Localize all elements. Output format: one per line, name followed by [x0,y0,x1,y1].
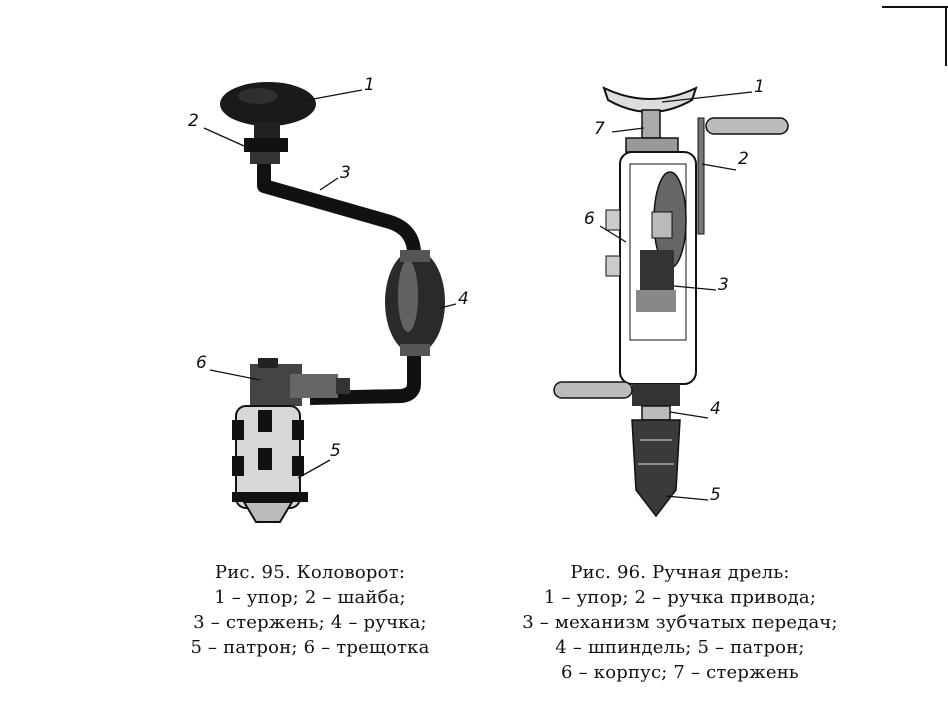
hand-drill-figure: 1 2 3 4 5 6 7 [540,60,800,530]
drill-callout-3: 3 [718,275,729,295]
brace-washer [244,138,288,152]
hand-drill-drawing: 1 2 3 4 5 6 7 [553,77,789,518]
brace-caption: Рис. 95. Коловорот: 1 – упор; 2 – шайба;… [150,560,470,660]
drill-caption-title: Рис. 96. Ручная дрель: [570,562,790,583]
drill-caption: Рис. 96. Ручная дрель: 1 – упор; 2 – руч… [488,560,872,685]
drill-gear-pinion [640,250,674,290]
drill-caption-line-1: 1 – упор; 2 – ручка привода; [543,587,817,608]
drill-caption-line-4: 6 – корпус; 7 – стержень [561,662,799,683]
brace-neck [254,122,280,140]
drill-drive-handle [705,117,789,135]
brace-callout-3: 3 [340,163,351,183]
drill-rod [641,109,661,139]
drill-callout-6: 6 [584,209,595,229]
drill-side-handle [553,381,633,399]
drill-drive-arm [697,117,705,235]
brace-caption-line-2: 3 – стержень; 4 – ручка; [193,612,427,633]
drill-callout-1: 1 [754,77,765,97]
drill-callout-4: 4 [710,399,721,419]
brace-callout-4: 4 [458,289,469,309]
brace-callout-5: 5 [330,441,341,461]
brace-figure: 1 2 3 4 5 6 [140,60,480,540]
drill-caption-line-3: 4 – шпиндель; 5 – патрон; [555,637,805,658]
drill-spindle-collar [632,384,680,406]
brace-callout-2: 2 [188,111,199,131]
drill-rest [602,86,698,113]
drill-callout-5: 5 [710,485,721,505]
brace-caption-title: Рис. 95. Коловорот: [214,562,406,583]
brace-caption-line-3: 5 – патрон; 6 – трещотка [190,637,430,658]
corner-rule-vertical [945,6,947,66]
brace-callout-6: 6 [196,353,207,373]
brace-knob [220,82,316,126]
brace-callout-1: 1 [364,75,375,95]
drill-callout-2: 2 [738,149,749,169]
brace-shaft-upper [257,164,421,257]
brace-shaft-lower [309,256,421,405]
corner-rule-horizontal [882,6,948,8]
brace-caption-line-1: 1 – упор; 2 – шайба; [214,587,406,608]
drill-callout-7: 7 [594,119,605,139]
brace-drawing: 1 2 3 4 5 6 [188,75,469,523]
drill-chuck [631,419,681,518]
drill-spindle [641,405,671,421]
drill-caption-line-2: 3 – механизм зубчатых передач; [522,612,838,633]
